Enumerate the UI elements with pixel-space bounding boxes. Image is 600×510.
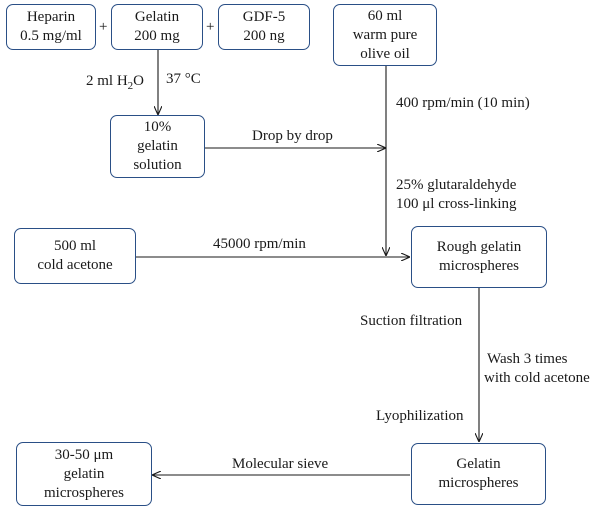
plus-sign-2: + [206,19,215,35]
water-label: 2 ml H2O [86,72,145,92]
temperature-label: 37 °C [166,71,201,87]
final-microspheres-line-2: gelatin [63,465,105,482]
olive-oil-line-3: olive oil [360,45,410,62]
gelatin-solution-line-3: solution [133,157,182,173]
final-microspheres-line-1: 30-50 μm [54,446,114,463]
water-label-subscript: 2 [127,80,134,92]
glutaraldehyde-label: 25% glutaraldehyde [396,177,517,193]
cold-acetone-line-2: cold acetone [37,257,113,273]
cold-acetone-line-1: 500 ml [53,238,97,254]
plus-sign-1: + [99,19,108,35]
wash-label-1: Wash 3 times [487,351,568,367]
gelatin-line-2: 200 mg [134,28,180,44]
cold-acetone-box: 500 ml cold acetone [14,228,136,284]
gelatin-microspheres-line-2: microspheres [438,475,519,491]
final-microspheres-box: 30-50 μm gelatin microspheres [16,442,152,506]
gelatin-line-1: Gelatin [134,9,180,25]
suction-label: Suction filtration [360,313,463,329]
gdf5-box: GDF-5 200 ng [218,4,310,50]
gelatin-solution-box: 10% gelatin solution [110,115,205,178]
wash-label-2: with cold acetone [484,370,590,386]
gdf5-line-1: GDF-5 [242,9,286,25]
drop-label: Drop by drop [252,128,333,144]
final-microspheres-line-3: microspheres [44,484,124,501]
lyophilization-label: Lyophilization [376,408,464,424]
rough-microspheres-line-1: Rough gelatin [436,239,522,255]
gelatin-microspheres-box: Gelatin microspheres [411,443,546,505]
gdf5-line-2: 200 ng [243,28,285,44]
heparin-box: Heparin 0.5 mg/ml [6,4,96,50]
gelatin-microspheres-line-1: Gelatin [456,456,501,472]
crosslinking-label: 100 μl cross-linking [396,196,517,212]
heparin-line-2: 0.5 mg/ml [20,28,82,44]
centrifuge-label: 45000 rpm/min [213,236,306,252]
olive-oil-line-1: 60 ml [367,7,403,24]
water-label-tail: O [133,73,145,89]
rough-microspheres-box: Rough gelatin microspheres [411,226,547,288]
sieve-label: Molecular sieve [232,456,329,472]
rough-microspheres-line-2: microspheres [439,258,519,274]
olive-oil-box: 60 ml warm pure olive oil [333,4,437,66]
gelatin-box: Gelatin 200 mg [111,4,203,50]
olive-oil-line-2: warm pure [352,26,418,43]
water-label-main: 2 ml H [86,73,128,89]
gelatin-solution-line-1: 10% [143,119,172,135]
stirring-label: 400 rpm/min (10 min) [396,95,530,111]
heparin-line-1: Heparin [26,9,76,25]
gelatin-solution-line-2: gelatin [137,138,178,154]
